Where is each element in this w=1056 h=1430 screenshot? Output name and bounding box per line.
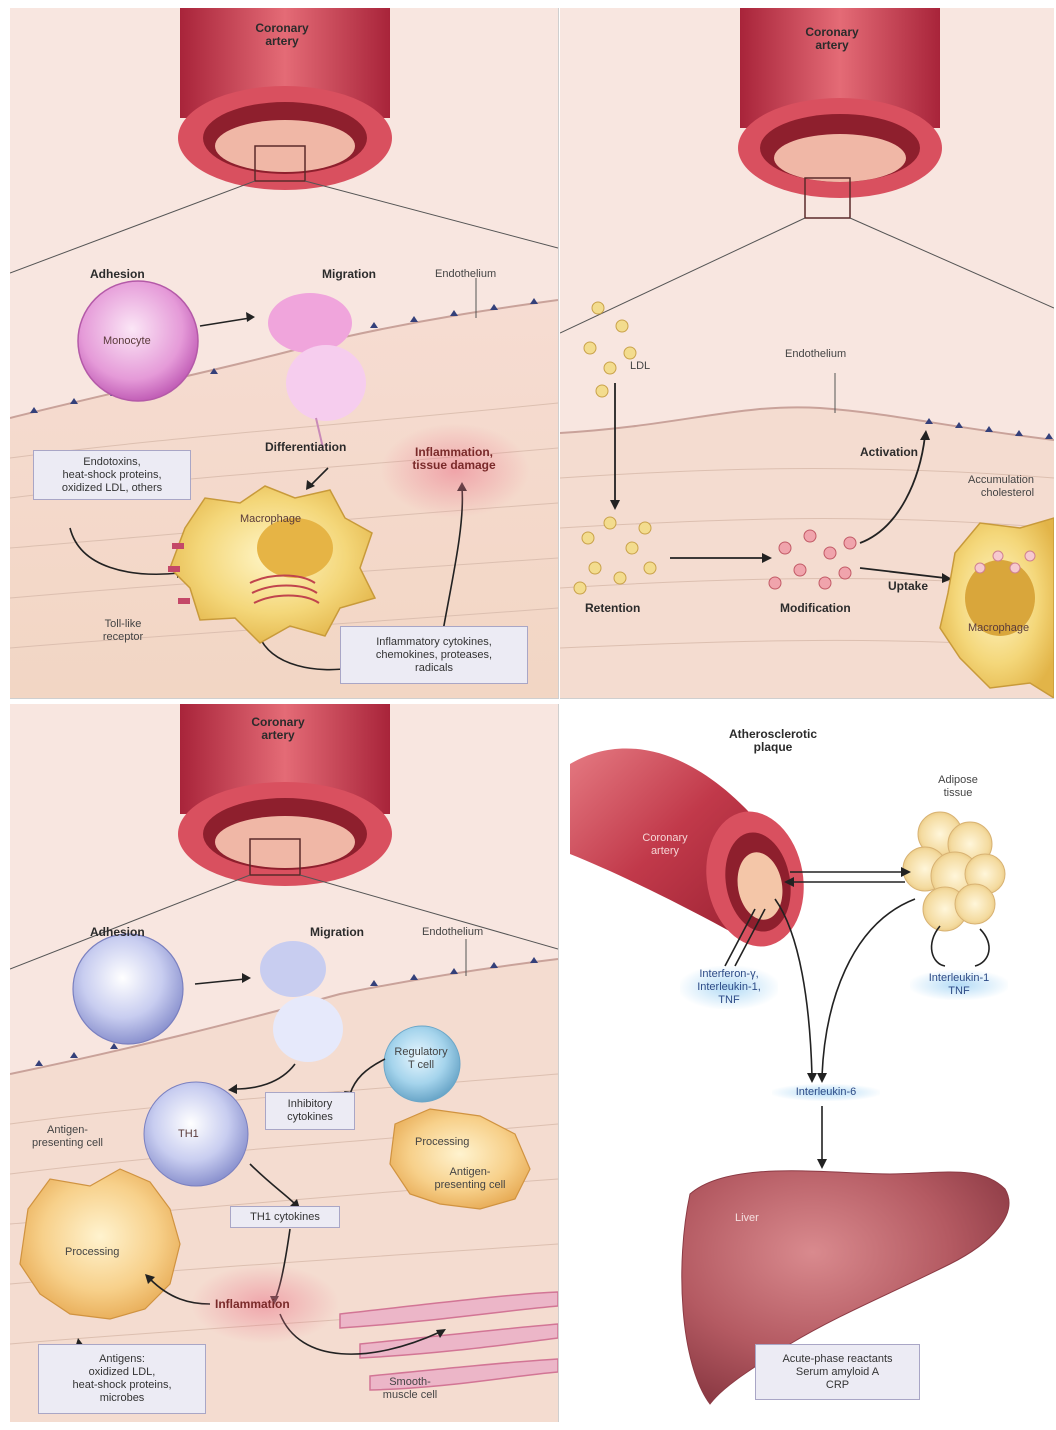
inflammation-label: Inflammation	[215, 1298, 290, 1311]
th1-label: TH1	[178, 1128, 199, 1141]
processing-label-right: Processing	[415, 1136, 469, 1149]
adhesion-label: Adhesion	[90, 926, 145, 939]
macrophage-label: Macrophage	[240, 513, 301, 526]
activation-label: Activation	[860, 446, 918, 459]
endothelium-label: Endothelium	[435, 268, 496, 281]
uptake-label: Uptake	[888, 580, 928, 593]
endothelium-label: Endothelium	[422, 926, 483, 939]
inflammatory-cytokines-box: Inflammatory cytokines,chemokines, prote…	[340, 626, 528, 684]
modification-label: Modification	[780, 602, 851, 615]
antigen-presenting-cell-label-right: Antigen-presenting cell	[420, 1166, 520, 1192]
macrophage-label: Macrophage	[968, 622, 1029, 635]
interferon-gamma-il1-tnf-label: Interferon-γ,Interleukin-1,TNF	[680, 966, 778, 1009]
retention-label: Retention	[585, 602, 640, 615]
liver-label: Liver	[735, 1212, 759, 1225]
panel1-illustration	[10, 8, 558, 698]
antigens-box: Antigens:oxidized LDL,heat-shock protein…	[38, 1344, 206, 1414]
migration-label: Migration	[310, 926, 364, 939]
interleukin-6-label: Interleukin-6	[772, 1084, 880, 1101]
migration-label: Migration	[322, 268, 376, 281]
th1-cytokines-box: TH1 cytokines	[230, 1206, 340, 1228]
panel4-illustration	[560, 704, 1054, 1422]
processing-label-left: Processing	[65, 1246, 119, 1259]
antigen-presenting-cell-label-left: Antigen-presenting cell	[15, 1124, 120, 1150]
smooth-muscle-cell-label: Smooth-muscle cell	[375, 1376, 445, 1402]
endotoxins-box: Endotoxins,heat-shock proteins,oxidized …	[33, 450, 191, 500]
adhesion-label: Adhesion	[90, 268, 145, 281]
ldl-label: LDL	[630, 360, 650, 373]
endothelium-label: Endothelium	[785, 348, 846, 361]
differentiation-label: Differentiation	[265, 441, 346, 454]
inflammation-label: Inflammation,tissue damage	[394, 446, 514, 472]
monocyte-label: Monocyte	[103, 335, 151, 348]
